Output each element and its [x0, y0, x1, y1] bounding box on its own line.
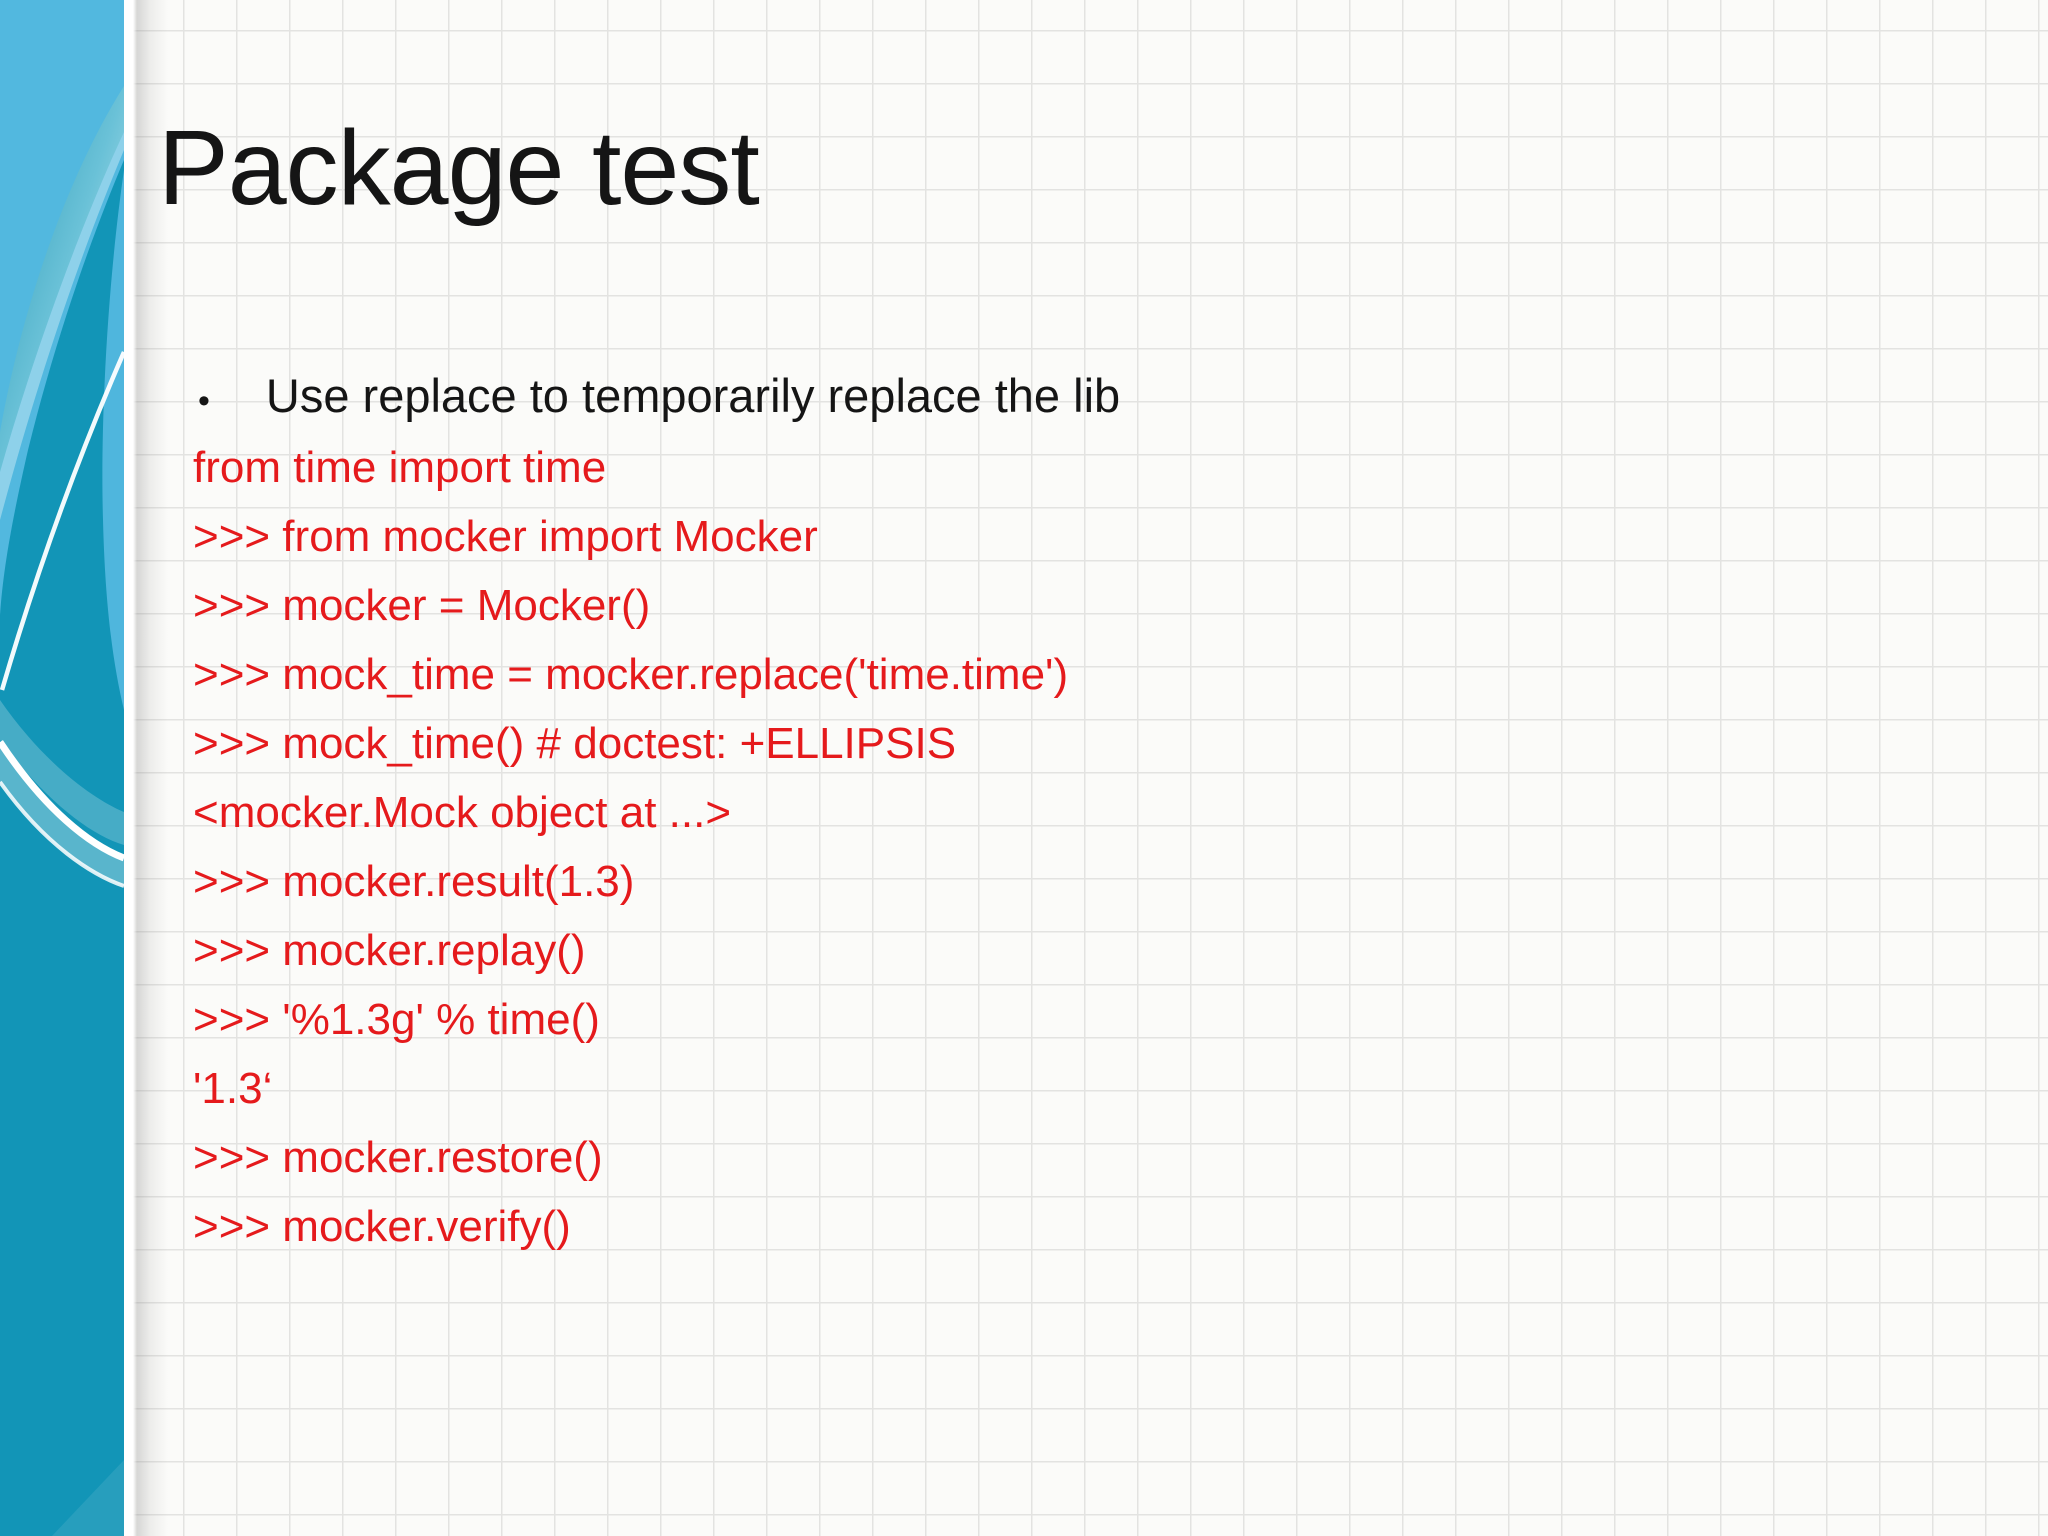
swirl-graphic	[0, 0, 124, 1536]
page-edge-shadow	[124, 0, 170, 1536]
code-block: from time import time >>> from mocker imp…	[193, 433, 1068, 1261]
code-line: from time import time	[193, 443, 607, 492]
code-line: >>> mock_time() # doctest: +ELLIPSIS	[193, 719, 957, 768]
code-line: >>> from mocker import Mocker	[193, 512, 818, 561]
code-line: '1.3‘	[193, 1064, 273, 1113]
sidebar-decoration	[0, 0, 124, 1536]
code-line: >>> mocker.replay()	[193, 926, 586, 975]
bullet-item: • Use replace to temporarily replace the…	[198, 366, 1120, 431]
code-line: >>> mocker = Mocker()	[193, 581, 651, 630]
code-line: >>> mock_time = mocker.replace('time.tim…	[193, 650, 1069, 699]
code-line: >>> mocker.result(1.3)	[193, 857, 635, 906]
slide-title: Package test	[158, 109, 760, 227]
code-line: >>> '%1.3g' % time()	[193, 995, 600, 1044]
slide-content-area	[124, 0, 2048, 1536]
code-line: >>> mocker.restore()	[193, 1133, 603, 1182]
bullet-marker: •	[198, 382, 210, 420]
bullet-text: Use replace to temporarily replace the l…	[265, 369, 1121, 422]
code-line: >>> mocker.verify()	[193, 1202, 571, 1251]
code-line: <mocker.Mock object at ...>	[193, 788, 732, 837]
